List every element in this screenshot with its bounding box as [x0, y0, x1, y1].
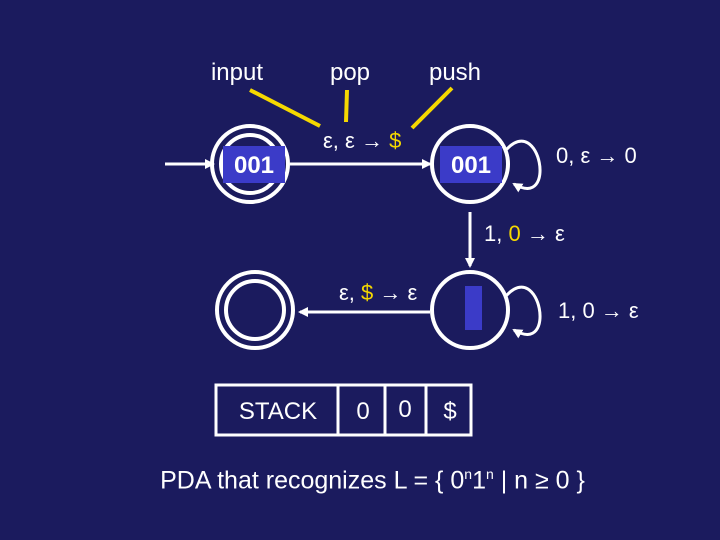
state-q1-outer-ring	[210, 124, 290, 204]
transition-q2-loop-label: 0, ε → 0	[556, 143, 637, 168]
pop-pointer-line	[344, 89, 349, 123]
transition-q1-q2-label: ε, ε → $	[323, 128, 401, 153]
stack-label: STACK	[239, 398, 317, 425]
transition-q3-q4-label: ε, $ → ε	[339, 280, 418, 305]
state-q1-tape-text: 001	[234, 152, 274, 179]
state-q3-ring	[430, 270, 510, 350]
state-q4-outer-ring	[215, 270, 295, 350]
caption-middle: 1	[472, 466, 486, 495]
state-q2-ring	[430, 124, 510, 204]
transition-q2-q3-label: 1, 0 → ε	[484, 221, 565, 246]
stack-box	[214, 383, 473, 437]
caption: PDA that recognizes L = { 0n1n | n ≥ 0 }	[0, 466, 720, 495]
pop-label: pop	[330, 59, 370, 86]
state-q1-tape	[223, 146, 285, 183]
stack-cell-2: 0	[398, 396, 411, 423]
transition-q3-loop-label: 1, 0 → ε	[558, 298, 639, 323]
caption-exponent-2: n	[485, 466, 494, 482]
caption-suffix: | n ≥ 0 }	[493, 466, 585, 495]
transition-q2-loop-arrow	[504, 139, 542, 193]
transition-q3-loop-arrow	[504, 285, 542, 339]
state-q3-tape	[465, 286, 482, 330]
stack-cell-3: $	[443, 398, 456, 425]
caption-prefix: PDA that recognizes L = { 0	[160, 466, 465, 495]
state-q2-tape	[440, 146, 502, 183]
state-q4-inner-ring	[224, 279, 286, 341]
push-label: push	[429, 59, 481, 86]
state-q2-tape-text: 001	[451, 152, 491, 179]
caption-exponent-1: n	[464, 466, 473, 482]
input-label: input	[211, 59, 263, 86]
stack-cell-1: 0	[356, 398, 369, 425]
input-pointer-line	[249, 88, 321, 128]
push-pointer-line	[410, 86, 454, 130]
